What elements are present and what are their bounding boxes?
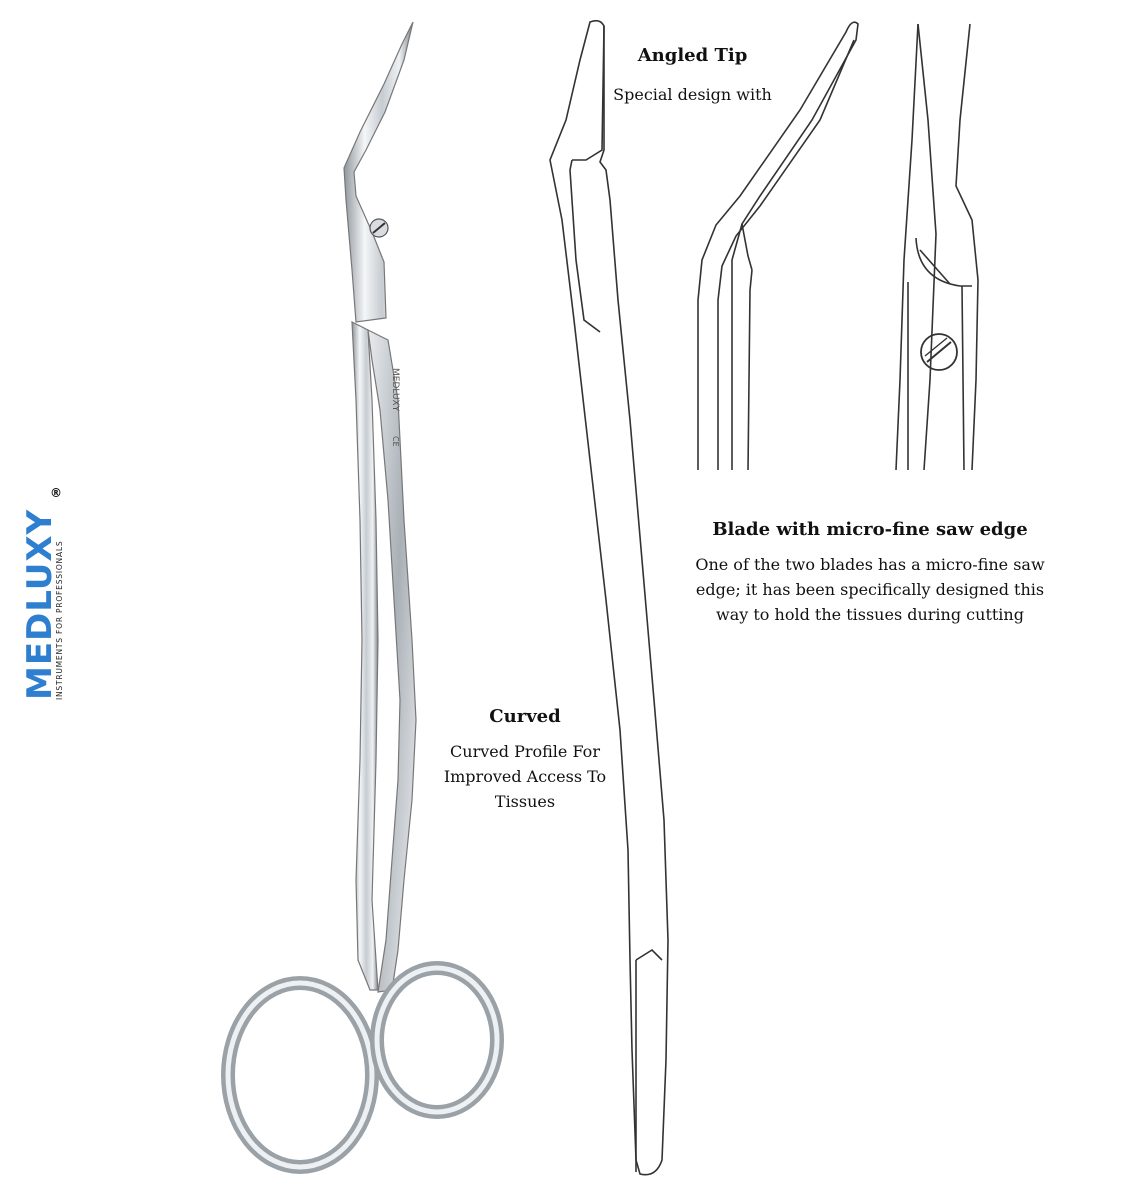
pivot-screw-closeup (920, 333, 958, 371)
feature-angled-tip: Angled Tip Special design with (560, 44, 825, 107)
feature-curved: Curved Curved Profile For Improved Acces… (420, 705, 630, 814)
scissors-blade-tip (343, 21, 414, 323)
scissors-shank-left (351, 321, 379, 991)
brand-logo: MEDLUXY INSTRUMENTS FOR PROFESSIONALS ® (20, 486, 70, 710)
feature-blade: Blade with micro-fine saw edge One of th… (690, 518, 1050, 627)
feature-curved-title: Curved (489, 706, 561, 727)
feature-curved-text: Curved Profile For Improved Access To Ti… (443, 742, 607, 811)
engraving-ce: CE (391, 436, 400, 447)
registered-mark: ® (50, 486, 62, 500)
feature-angled-tip-title: Angled Tip (637, 45, 748, 66)
feature-angled-tip-text: Special design with (613, 85, 772, 104)
brand-tagline: INSTRUMENTS FOR PROFESSIONALS (55, 540, 64, 700)
feature-blade-title: Blade with micro-fine saw edge (712, 519, 1028, 540)
engraving-brand: MEDLUXY (390, 368, 400, 412)
feature-blade-text: One of the two blades has a micro-fine s… (695, 555, 1045, 624)
